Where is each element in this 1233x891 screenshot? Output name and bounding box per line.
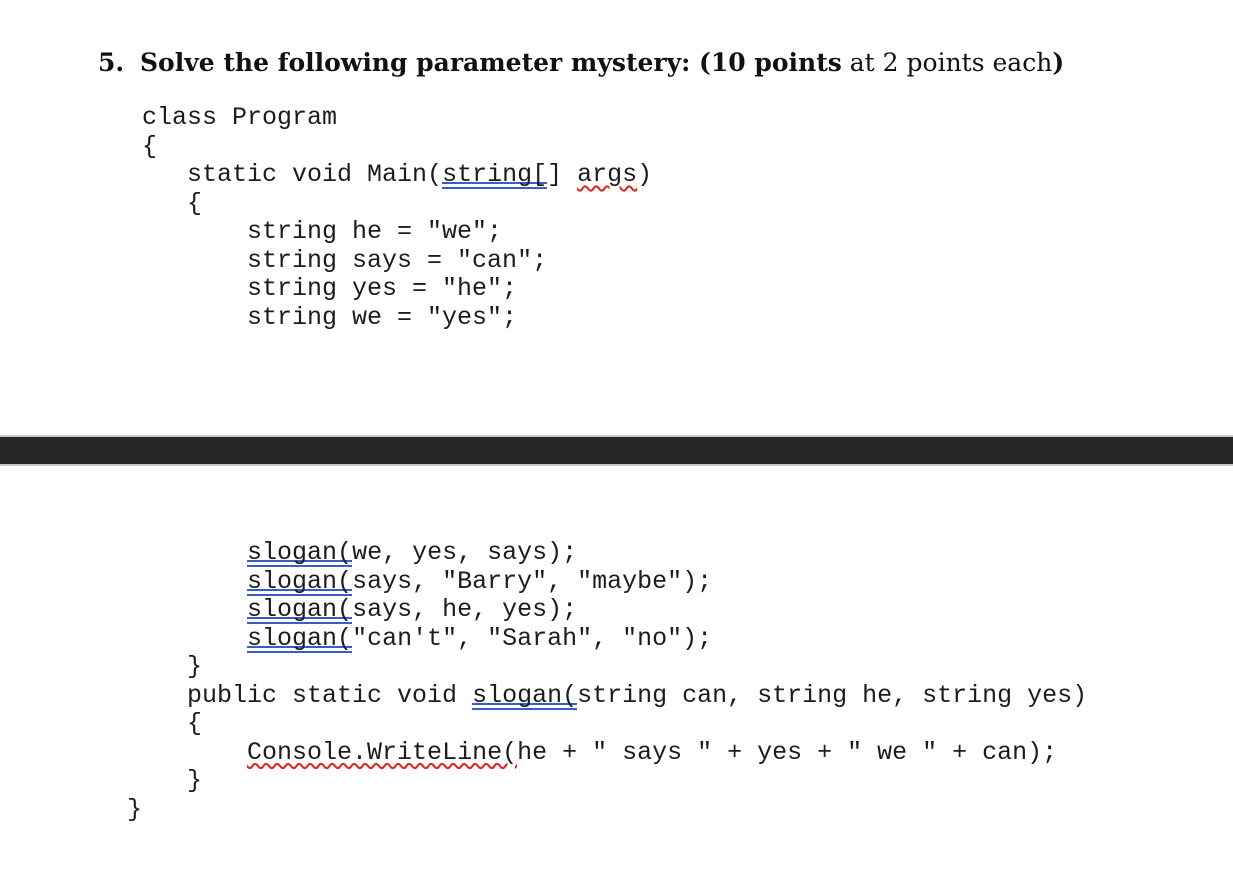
code-block-calls-and-method: slogan(we, yes, says); slogan(says, "Bar… <box>127 538 1088 825</box>
code-segment-blue-underline: slogan( <box>472 680 578 710</box>
code-segment-blue-underline: slogan( <box>247 595 353 624</box>
code-line: Console.WriteLine(he + " says " + yes + … <box>127 737 1087 768</box>
code-segment-blue-underline: slogan( <box>247 538 353 567</box>
code-segment: { <box>127 709 203 738</box>
code-segment: says, he, yes); <box>352 595 578 624</box>
code-segment <box>127 738 247 767</box>
question-number: 5. <box>98 48 125 77</box>
question-title-segment: at 2 points each <box>841 48 1053 77</box>
code-line: slogan("can't", "Sarah", "no"); <box>127 623 1087 654</box>
code-segment: string he = "we"; <box>127 217 503 246</box>
code-segment <box>127 595 247 624</box>
code-segment: } <box>127 766 203 795</box>
code-segment <box>127 624 247 653</box>
code-segment-blue-underline: string[ <box>442 160 548 189</box>
question-title-segment: ) <box>1052 48 1065 77</box>
code-segment-red-underline: Console.WriteLine( <box>247 737 518 767</box>
code-line: } <box>127 794 1087 825</box>
code-line: } <box>127 766 1087 796</box>
code-line: static void Main(string[] args) <box>127 160 653 190</box>
code-segment: says, "Barry", "maybe"); <box>352 566 713 596</box>
code-segment: class Program <box>127 103 338 132</box>
code-segment: } <box>127 652 203 681</box>
code-segment: ] <box>547 160 578 189</box>
code-segment: string says = "can"; <box>127 245 548 275</box>
code-segment-blue-underline: slogan( <box>247 566 353 596</box>
code-line: slogan(says, "Barry", "maybe"); <box>127 566 1087 597</box>
code-block-declarations: class Program { static void Main(string[… <box>127 103 653 333</box>
code-segment <box>127 567 247 596</box>
code-line: { <box>127 131 652 162</box>
code-segment: "can't", "Sarah", "no"); <box>352 623 713 653</box>
question-heading: 5. Solve the following parameter mystery… <box>98 48 1064 77</box>
code-line: string we = "yes"; <box>127 302 652 333</box>
redaction-divider-bar <box>0 435 1233 466</box>
code-line: { <box>127 188 652 219</box>
code-line: public static void slogan(string can, st… <box>127 680 1088 711</box>
code-line: { <box>127 709 1087 739</box>
code-line: slogan(we, yes, says); <box>127 538 1087 568</box>
question-title: Solve the following parameter mystery: (… <box>140 48 1064 77</box>
code-segment: ) <box>637 160 653 189</box>
code-line: string says = "can"; <box>127 245 652 276</box>
code-line: class Program <box>127 103 652 133</box>
code-segment: string we = "yes"; <box>127 302 518 332</box>
code-line: slogan(says, he, yes); <box>127 595 1087 625</box>
code-segment: public static void <box>127 680 473 710</box>
code-segment: static void Main( <box>127 160 443 189</box>
code-segment <box>127 538 247 567</box>
code-segment: } <box>127 794 143 824</box>
code-line: } <box>127 652 1087 682</box>
code-segment-red-underline: args <box>577 160 638 189</box>
code-line: string he = "we"; <box>127 217 652 247</box>
question-title-segment: Solve the following parameter mystery: (… <box>140 48 842 77</box>
code-segment: we, yes, says); <box>352 538 578 567</box>
code-segment: he + " says " + yes + " we " + can); <box>517 737 1058 767</box>
code-segment: { <box>127 188 203 218</box>
code-segment: string can, string he, string yes) <box>577 680 1088 710</box>
code-segment-blue-underline: slogan( <box>247 623 353 653</box>
code-segment: string yes = "he"; <box>127 274 518 303</box>
code-segment: { <box>127 131 158 161</box>
code-line: string yes = "he"; <box>127 274 652 304</box>
